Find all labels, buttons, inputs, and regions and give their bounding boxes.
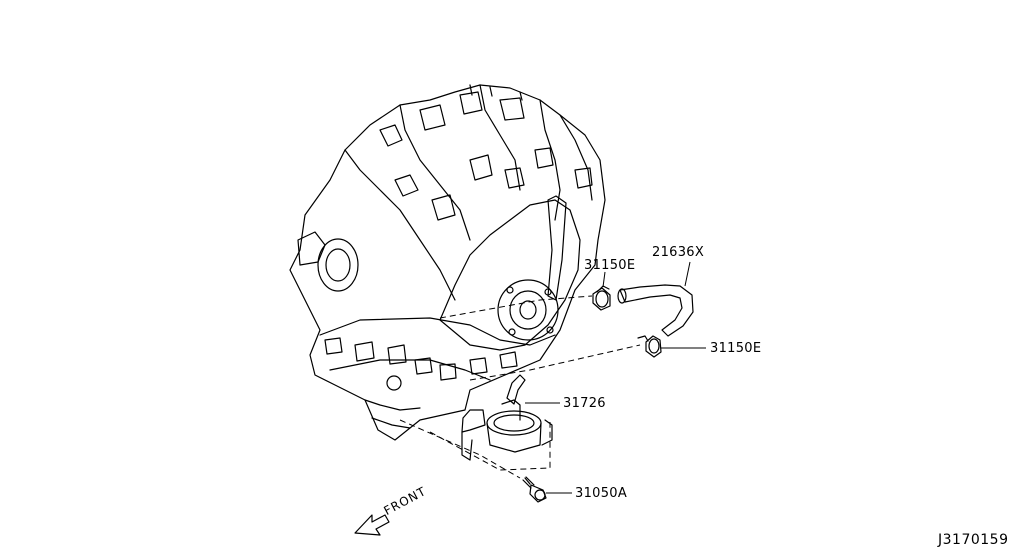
leader-21636x: [684, 261, 691, 287]
transmission-assembly: [289, 84, 606, 441]
bolt: [522, 476, 547, 503]
part-label-31726: 31726: [563, 396, 606, 411]
part-label-31150e-upper: 31150E: [584, 258, 636, 273]
guide-line-bottom-b: [399, 419, 521, 479]
diagram-code: J3170159: [938, 532, 1009, 548]
front-arrow-icon: [354, 514, 390, 536]
upper-clamp: [592, 285, 611, 311]
guide-line-upper-clamp: [439, 295, 593, 319]
oil-cooler-fitting: [461, 374, 553, 461]
part-label-31150e-lower: 31150E: [710, 341, 762, 356]
guide-line-bottom-a: [429, 422, 551, 471]
part-label-31050a: 31050A: [575, 486, 628, 501]
guide-line-lower-clamp: [469, 344, 641, 381]
hose: [617, 284, 694, 337]
part-label-21636x: 21636X: [652, 245, 705, 260]
leader-31150e-upper: [602, 271, 606, 288]
lower-clamp: [637, 335, 662, 358]
